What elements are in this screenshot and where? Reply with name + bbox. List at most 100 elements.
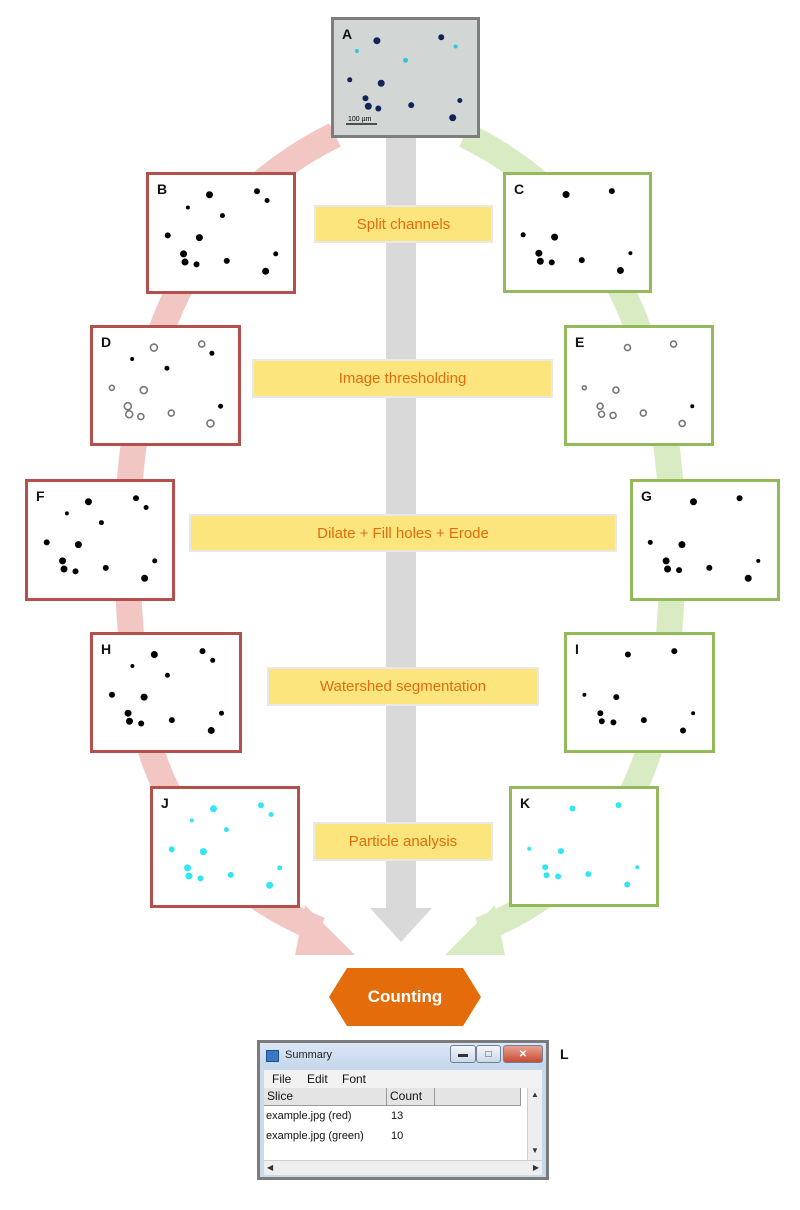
particle <box>108 691 115 698</box>
particle <box>123 401 133 411</box>
particle <box>197 875 204 882</box>
panel-i-green-watershed: I <box>564 632 715 753</box>
particle-layer <box>520 188 633 274</box>
particle <box>137 412 145 421</box>
menu-edit[interactable]: Edit <box>307 1072 328 1086</box>
particle <box>126 717 133 725</box>
scroll-down-icon[interactable]: ▼ <box>531 1146 539 1155</box>
particle <box>457 98 463 103</box>
close-icon: ✕ <box>518 1048 528 1060</box>
particle <box>277 865 283 871</box>
particle <box>74 541 82 549</box>
particle <box>597 410 606 419</box>
green-arrowhead <box>445 905 505 955</box>
particle <box>199 648 206 655</box>
particle <box>206 419 215 428</box>
particle <box>647 539 653 545</box>
particle <box>195 234 203 242</box>
step-watershed: Watershed segmentation <box>267 667 539 706</box>
particle <box>164 672 170 678</box>
particle <box>375 105 382 112</box>
maximize-button[interactable]: □ <box>476 1045 501 1063</box>
panel-c-green-channel: C <box>503 172 652 293</box>
column-header-empty <box>435 1088 521 1106</box>
particle <box>72 568 79 575</box>
particle <box>223 257 230 264</box>
particle <box>581 384 588 391</box>
particle <box>264 198 270 204</box>
particle <box>612 386 620 394</box>
horizontal-scrollbar[interactable]: ◀ ▶ <box>264 1160 542 1175</box>
particle <box>557 848 564 855</box>
close-button[interactable]: ✕ <box>503 1045 543 1063</box>
particle <box>535 249 543 257</box>
column-header-slice[interactable]: Slice <box>264 1088 387 1106</box>
particle <box>403 57 408 63</box>
particle <box>616 266 624 274</box>
particle <box>662 557 670 565</box>
scroll-up-icon[interactable]: ▲ <box>531 1090 539 1099</box>
panel-f-red-morphology: F <box>25 479 175 601</box>
particle-layer <box>108 340 224 428</box>
step-particle-analysis: Particle analysis <box>313 822 493 861</box>
counting-badge: Counting <box>329 968 481 1026</box>
scroll-right-icon[interactable]: ▶ <box>532 1163 539 1172</box>
particle <box>210 657 216 663</box>
window-title: Summary <box>285 1049 333 1061</box>
particle <box>680 727 686 734</box>
menu-file[interactable]: File <box>272 1072 292 1086</box>
particle <box>273 251 279 257</box>
particle <box>597 710 604 717</box>
particle <box>608 188 615 195</box>
vertical-scrollbar[interactable]: ▲ ▼ <box>527 1088 542 1160</box>
menu-bar: File Edit Font <box>264 1070 542 1088</box>
particle <box>130 357 135 362</box>
minimize-button[interactable]: ▬ <box>450 1045 476 1063</box>
particle <box>542 864 549 871</box>
particle <box>199 848 207 856</box>
minimize-icon: ▬ <box>458 1048 468 1060</box>
column-header-count[interactable]: Count <box>387 1088 435 1106</box>
particle <box>691 711 696 716</box>
particle <box>453 44 458 49</box>
particle <box>150 651 158 659</box>
particle <box>562 191 570 199</box>
panel-label: D <box>101 334 112 350</box>
particle <box>43 539 50 546</box>
particle <box>347 77 353 83</box>
particle-layer <box>43 495 158 582</box>
particle-layer <box>581 340 695 428</box>
particle <box>548 259 555 266</box>
scroll-left-icon[interactable]: ◀ <box>267 1163 274 1172</box>
row-2-count: 10 <box>391 1130 404 1142</box>
particle <box>635 865 640 870</box>
particle <box>624 651 631 658</box>
particle <box>149 343 159 352</box>
particle-layer <box>168 802 283 889</box>
particle <box>744 574 752 582</box>
particle <box>609 411 617 420</box>
particle <box>536 257 544 265</box>
particle <box>364 102 372 110</box>
panel-h-red-watershed: H <box>90 632 242 753</box>
particle <box>140 693 148 701</box>
particle <box>133 495 139 502</box>
particle <box>254 188 260 195</box>
results-table: Slice Count example.jpg (red) 13 example… <box>264 1088 542 1160</box>
particle <box>664 565 672 573</box>
panel-b-red-channel: B <box>146 172 296 294</box>
particle <box>189 818 194 823</box>
particle <box>678 541 686 549</box>
red-arrowhead <box>295 905 355 955</box>
particle <box>266 881 274 889</box>
step-image-thresholding: Image thresholding <box>252 359 553 398</box>
particle <box>143 505 149 511</box>
particle <box>520 232 526 238</box>
menu-font[interactable]: Font <box>342 1072 367 1086</box>
counting-label: Counting <box>367 987 443 1006</box>
panel-label: K <box>520 795 531 811</box>
particle <box>64 511 69 516</box>
center-arrowhead <box>370 908 432 942</box>
title-bar[interactable]: Summary ▬ □ ✕ <box>260 1043 546 1068</box>
